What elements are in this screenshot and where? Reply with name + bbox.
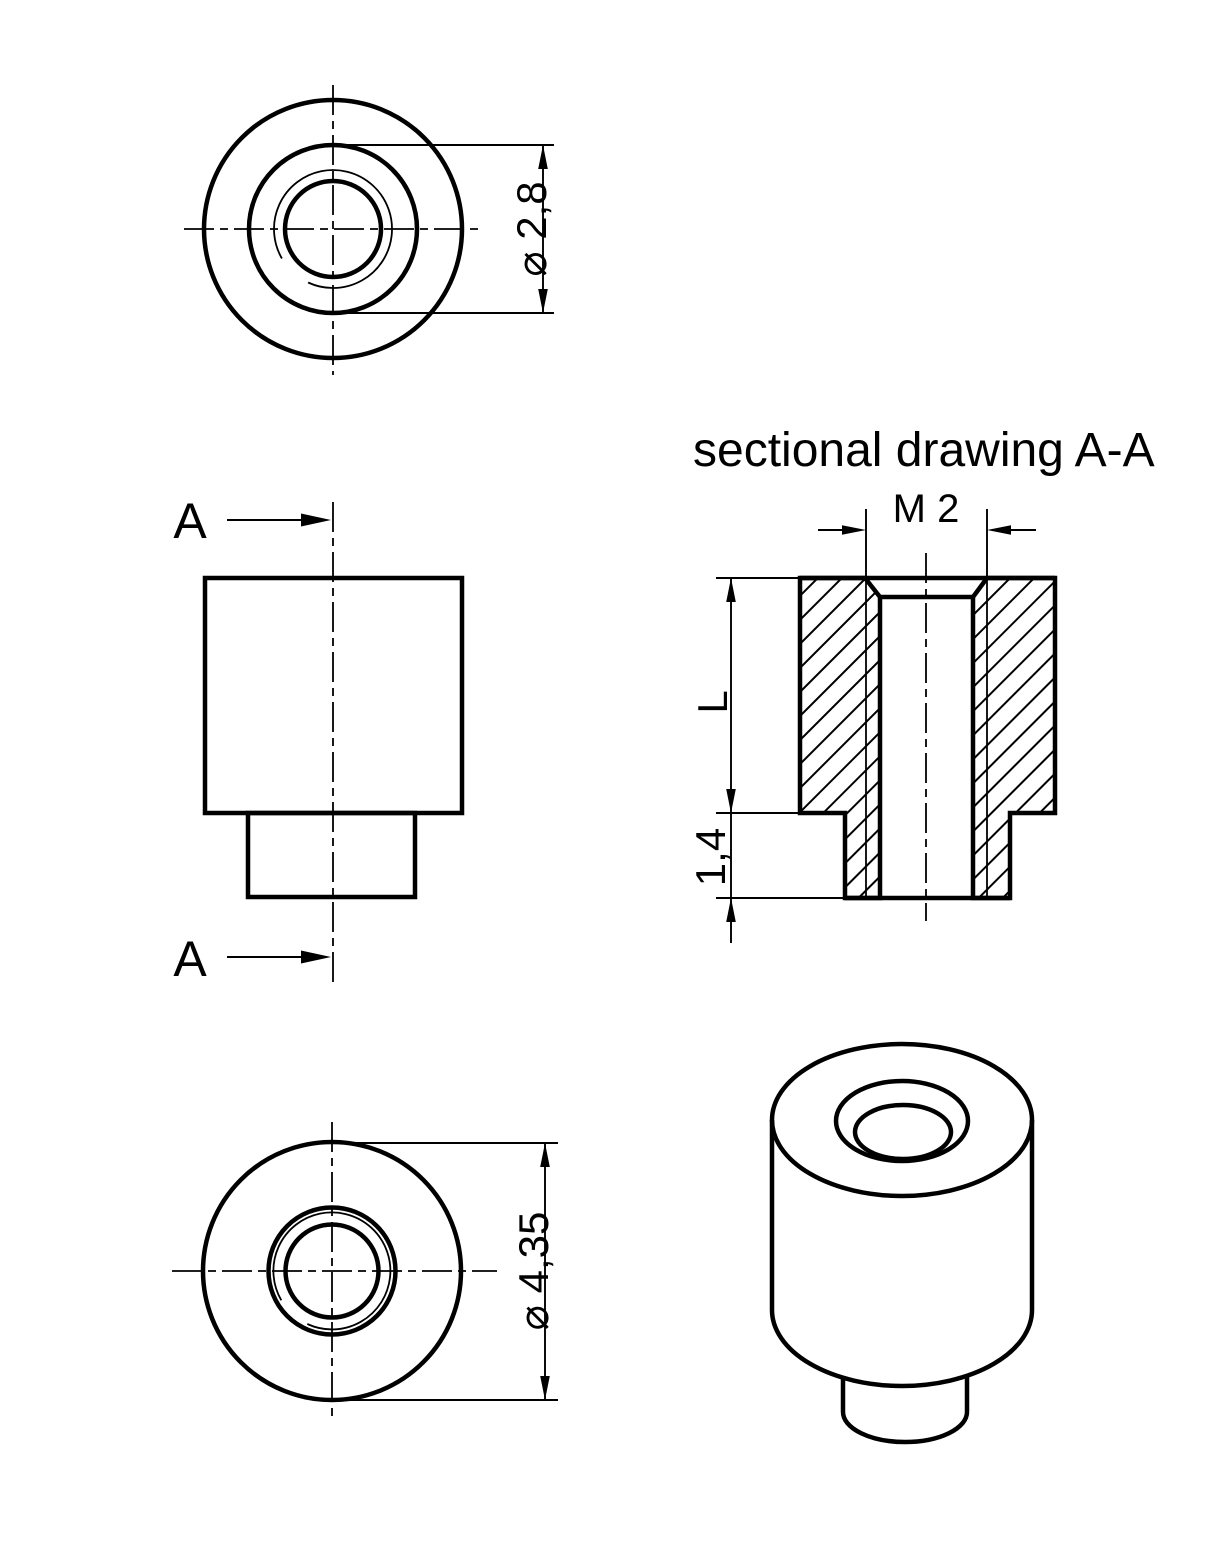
countersink-rim-circle: [266, 1205, 398, 1337]
spigot-outline-rect: [245, 810, 418, 900]
spigot-height-label: 1,4: [687, 828, 734, 886]
thread-size-label: M 2: [893, 487, 960, 531]
body-outline-circle: [200, 1139, 464, 1403]
section-title: sectional drawing A-A: [693, 424, 1155, 477]
thread-major-arc: [273, 169, 393, 289]
l-arrow-down: [726, 789, 736, 813]
dimension-arrow-up: [538, 145, 548, 169]
l-arrow-up: [726, 578, 736, 602]
section-view: sectional drawing A-A M 2 L 1,4: [687, 424, 1155, 943]
dimension-arrow-down: [538, 289, 548, 313]
front-view: A A: [173, 493, 465, 987]
m2-arrow-right: [987, 525, 1011, 535]
isometric-view: [769, 1041, 1035, 1445]
bore-circle: [283, 1222, 381, 1320]
cut-label-bottom: A: [173, 931, 207, 987]
cut-arrowhead-top: [301, 513, 331, 527]
spigot-arrow-up: [726, 898, 736, 922]
round-view-spigot-side: ⌀ 2,8: [184, 85, 555, 375]
round-view-countersink-side: ⌀ 4,35: [172, 1122, 558, 1421]
bore-ellipse: [852, 1102, 954, 1162]
m2-arrow-left: [842, 525, 866, 535]
cut-arrowhead-bottom: [301, 950, 331, 964]
spigot-bottom-arc: [840, 1411, 970, 1445]
top-face-ellipse: [769, 1041, 1035, 1199]
section-left-wall: [797, 575, 883, 901]
dimension-arrow-up: [540, 1143, 550, 1167]
bore-circle: [282, 178, 384, 280]
diameter-2-8-label: ⌀ 2,8: [508, 181, 555, 276]
cut-label-top: A: [173, 493, 207, 549]
dimension-arrow-down: [540, 1376, 550, 1400]
thread-major-arc: [272, 1211, 392, 1331]
body-length-label: L: [689, 690, 736, 713]
cylinder-bottom-arc: [769, 1309, 1035, 1389]
body-outline-circle: [201, 97, 465, 361]
section-right-wall: [970, 575, 1058, 901]
spigot-circle: [246, 142, 420, 316]
diameter-4-35-label: ⌀ 4,35: [510, 1212, 557, 1331]
